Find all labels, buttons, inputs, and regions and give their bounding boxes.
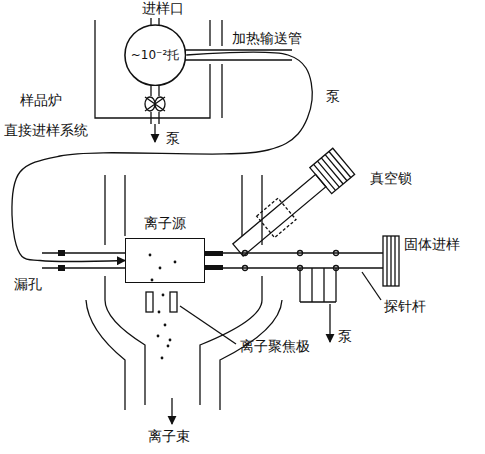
probe-knob <box>383 236 399 286</box>
pump-tube <box>300 268 336 302</box>
transfer-tube <box>184 50 292 60</box>
part-label: 进样口 <box>142 0 184 16</box>
leak-hole <box>58 265 65 271</box>
part-label: 探针杆 <box>384 298 426 314</box>
furnace-wall <box>221 20 222 118</box>
part-label: 离子束 <box>148 428 190 444</box>
ion-dots <box>149 254 177 360</box>
focus-electrode <box>146 292 153 312</box>
part-label: 真空锁 <box>370 170 412 186</box>
housing-wall <box>86 300 282 410</box>
part-label: 泵 <box>326 88 340 104</box>
leak-hole <box>58 250 65 256</box>
part-label: 离子聚焦极 <box>240 338 310 354</box>
part-label: 固体进样 <box>404 236 460 252</box>
furnace-housing <box>95 20 210 118</box>
vacuum-lock <box>227 148 355 263</box>
part-label: 加热输送管 <box>232 30 302 46</box>
sample-bulb: ~10⁻²托 <box>124 24 186 86</box>
probe-rod <box>205 253 383 268</box>
pump-arrow <box>329 304 330 342</box>
part-label: 直接进样系统 <box>4 122 88 138</box>
node-text: ~10⁻²托 <box>131 48 179 62</box>
leader-line <box>362 272 381 300</box>
part-label: 漏孔 <box>14 276 42 292</box>
chamber-wall <box>200 175 262 405</box>
leader-line <box>180 306 236 344</box>
pump-arrow <box>154 124 155 142</box>
ion-source-box: 离子源 <box>125 238 205 283</box>
part-label: 泵 <box>338 328 352 344</box>
node-text: 离子源 <box>144 215 186 231</box>
part-label: 样品炉 <box>20 92 62 108</box>
part-label: 泵 <box>166 130 180 146</box>
focus-electrode <box>170 292 177 312</box>
chamber-inner-wall <box>125 175 242 236</box>
ion-beam-arrow <box>171 398 172 424</box>
valve-symbol <box>145 97 165 111</box>
